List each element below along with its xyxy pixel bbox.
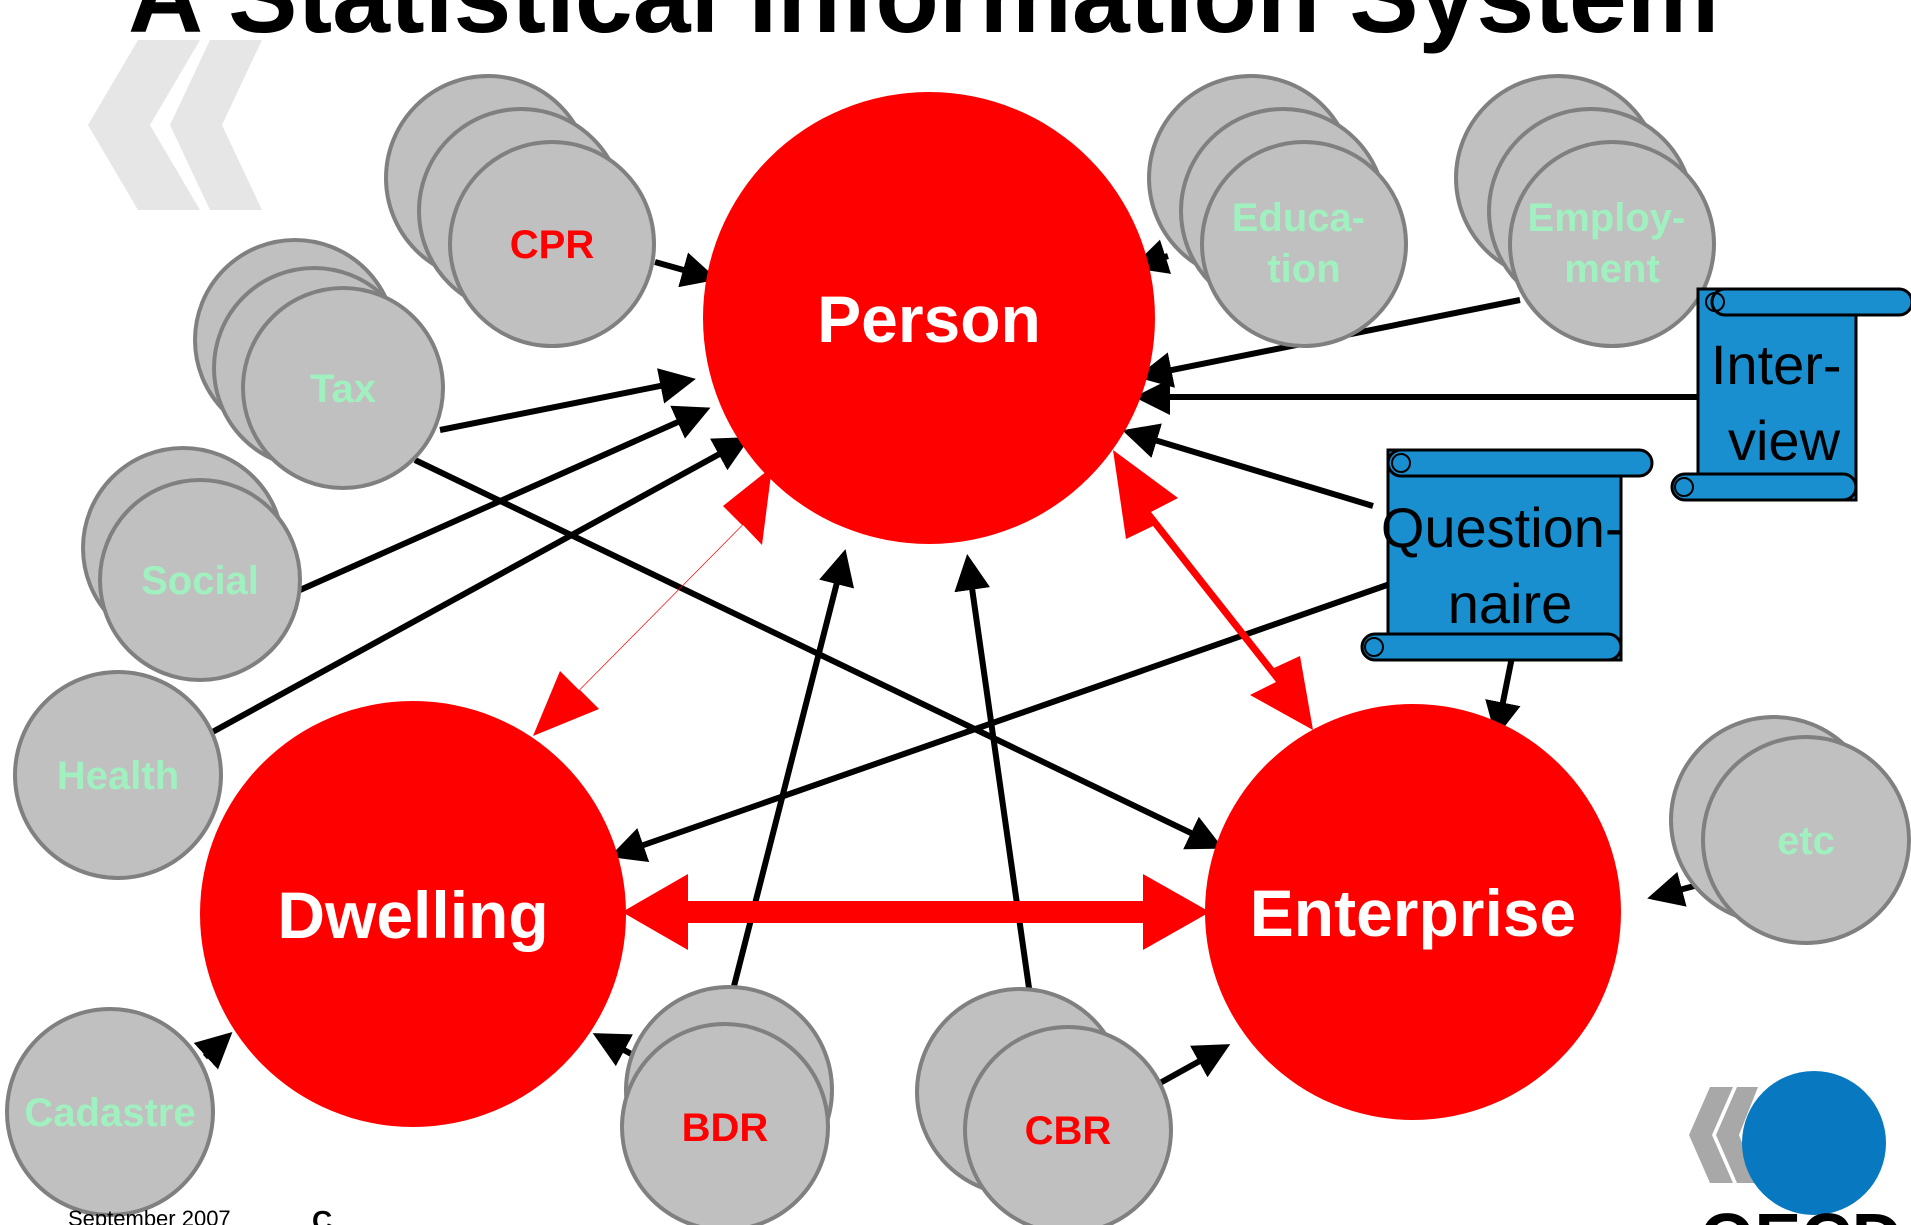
register-social: Social — [81, 446, 302, 682]
register-cbr-label: CBR — [1025, 1109, 1112, 1153]
oecd-logo-text: OECD — [1700, 1199, 1902, 1225]
arrow-person-dwelling — [533, 467, 772, 736]
oecd-logo: OECD — [1689, 1071, 1902, 1225]
arrow-person-enterprise — [1113, 450, 1313, 730]
entity-person-label: Person — [817, 282, 1041, 356]
arrow-questionnaire-enterprise — [1485, 656, 1521, 738]
register-education: Educa- tion — [1147, 74, 1408, 348]
entity-person: Person — [703, 92, 1155, 544]
footer-letter: C — [312, 1205, 332, 1225]
register-cadastre: Cadastre — [5, 1007, 215, 1217]
register-bdr-label: BDR — [682, 1106, 769, 1150]
register-employment-label-1: Employ- — [1528, 196, 1686, 240]
register-employment: Employ- ment — [1454, 74, 1716, 348]
register-health: Health — [13, 670, 223, 880]
register-etc-label: etc — [1777, 819, 1835, 863]
register-tax: Tax — [193, 238, 445, 490]
arrow-cbr-enterprise — [1158, 1044, 1231, 1086]
red-arrows — [533, 450, 1313, 950]
arrow-dwelling-enterprise — [622, 874, 1210, 950]
decorative-chevrons — [88, 40, 262, 210]
register-cadastre-label: Cadastre — [24, 1091, 195, 1135]
arrow-tax-person — [439, 368, 696, 433]
register-tax-label: Tax — [310, 367, 376, 411]
arrow-cpr-person — [654, 252, 718, 288]
register-cpr: CPR — [384, 74, 656, 348]
svg-text:Question- naire: Question- naire — [1381, 496, 1639, 635]
register-employment-label-2: ment — [1564, 247, 1660, 291]
document-interview: Inter- view — [1670, 287, 1911, 502]
register-bdr: BDR — [620, 985, 834, 1225]
arrow-social-person — [298, 405, 711, 593]
arrow-questionnaire-person — [1122, 423, 1374, 509]
svg-text:Employ- ment: Employ- ment — [1528, 196, 1697, 291]
register-education-label-1: Educa- — [1232, 196, 1365, 240]
register-health-label: Health — [57, 754, 179, 798]
arrow-health-person — [205, 437, 751, 738]
document-interview-label-2: view — [1728, 409, 1841, 472]
register-social-label: Social — [141, 559, 259, 603]
arrow-etc-enterprise — [1647, 871, 1699, 907]
svg-text:Educa- tion: Educa- tion — [1232, 196, 1376, 291]
page-title: A Statistical Information System — [128, 0, 1719, 55]
document-interview-label-1: Inter- — [1711, 333, 1842, 396]
arrow-cadastre-dwelling — [193, 1031, 233, 1070]
footer-date: September 2007 — [68, 1206, 231, 1225]
document-questionnaire: Question- naire — [1360, 448, 1654, 662]
register-etc: etc — [1669, 715, 1911, 945]
document-questionnaire-label-2: naire — [1448, 572, 1573, 635]
register-cbr: CBR — [915, 987, 1173, 1225]
arrow-questionnaire-dwelling — [609, 581, 1391, 863]
register-education-label-2: tion — [1267, 247, 1340, 291]
arrow-cbr-person — [954, 554, 1033, 996]
entity-enterprise: Enterprise — [1205, 704, 1621, 1120]
arrow-bdr-dwelling — [592, 1033, 637, 1067]
entity-enterprise-label: Enterprise — [1250, 876, 1576, 950]
entity-dwelling: Dwelling — [200, 701, 626, 1127]
register-cpr-label: CPR — [510, 223, 595, 267]
svg-text:Inter- view: Inter- view — [1711, 333, 1857, 472]
entity-dwelling-label: Dwelling — [277, 878, 548, 952]
document-questionnaire-label-1: Question- — [1381, 496, 1624, 559]
